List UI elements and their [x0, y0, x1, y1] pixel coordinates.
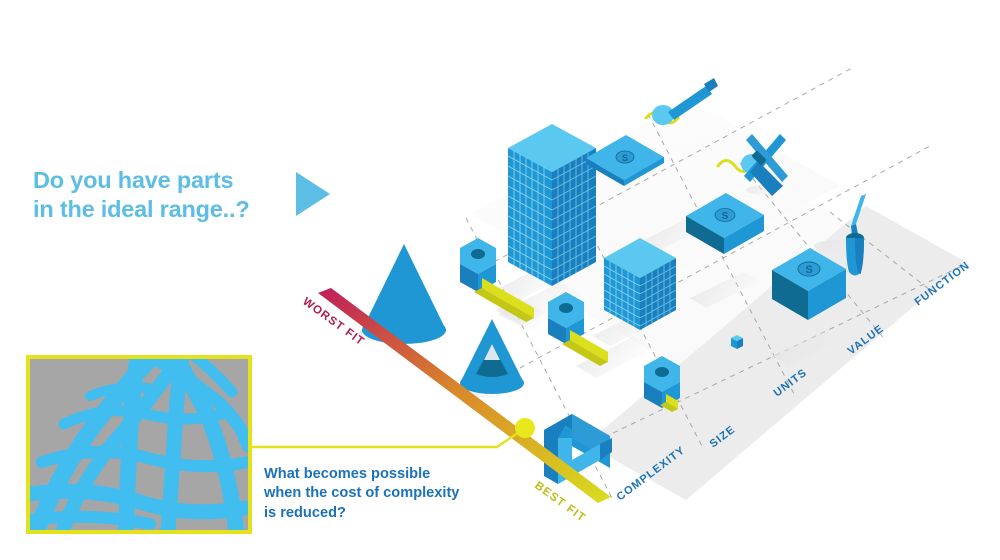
screwdriver-icon — [846, 194, 866, 276]
lattice-part-render — [28, 357, 250, 532]
penrose-triangle-icon — [544, 414, 612, 484]
svg-text:S: S — [805, 264, 812, 276]
connector-dot — [515, 418, 535, 438]
fit-gradient-bar — [318, 288, 611, 503]
cone-medium-icon — [460, 319, 524, 394]
unit-cube-medium-icon — [603, 238, 677, 330]
highlight-band — [586, 206, 966, 500]
thumbnail-border — [26, 355, 252, 534]
tape-measure-medium-icon — [548, 292, 608, 366]
unit-tower-tall-icon — [507, 124, 597, 286]
crossed-tools-icon — [716, 134, 788, 196]
play-triangle-icon[interactable] — [296, 172, 330, 216]
tape-measure-long-icon — [460, 238, 534, 322]
unit-cube-tiny-icon — [731, 335, 743, 349]
page-title: Do you have parts in the ideal range..? — [33, 167, 250, 222]
banknote-stack-small-icon: S — [686, 193, 764, 254]
tape-measure-short-icon — [644, 356, 680, 412]
banknote-stack-large-icon: S — [772, 248, 846, 320]
paintbrush-tool-icon — [644, 78, 718, 125]
svg-text:S: S — [722, 211, 729, 222]
banknote-single-icon: S — [586, 135, 664, 186]
svg-text:S: S — [622, 153, 628, 163]
callout-text: What becomes possible when the cost of c… — [264, 466, 460, 521]
callout-connector — [244, 418, 535, 449]
